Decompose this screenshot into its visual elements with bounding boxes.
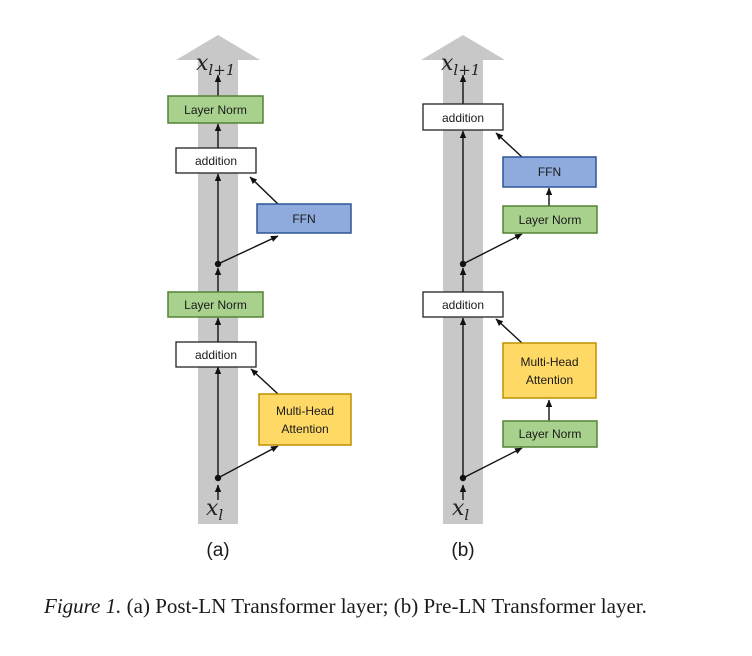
- figure-caption-text: (a) Post-LN Transformer layer; (b) Pre-L…: [121, 594, 647, 618]
- junction-dot: [459, 474, 467, 482]
- junction-dot: [459, 260, 467, 268]
- attention-label-line1: Multi-Head: [520, 355, 578, 369]
- junction-dot: [214, 474, 222, 482]
- addition-block: [175, 341, 257, 368]
- addition-block: [422, 291, 504, 318]
- figure-number: Figure 1.: [44, 594, 122, 618]
- ffn-block: [256, 203, 352, 234]
- attention-label-line2: Attention: [281, 422, 328, 436]
- residual-spine-arrowhead: [421, 35, 505, 60]
- attention-label-line1: Multi-Head: [276, 404, 334, 418]
- addition-block: [422, 103, 504, 131]
- arrow: [462, 447, 523, 479]
- transformer-layer-diagram: xl+1 xl Layer Norm addition FFN Layer No…: [167, 35, 598, 561]
- panel-label: (a): [206, 540, 229, 561]
- attention-block: [258, 393, 352, 446]
- arrow: [217, 235, 279, 265]
- arrow: [462, 233, 523, 265]
- arrow: [495, 132, 523, 158]
- layer-norm-block: [167, 95, 264, 124]
- ffn-block: [502, 156, 597, 188]
- layer-norm-block: [502, 205, 598, 234]
- layer-norm-block: [502, 420, 598, 448]
- addition-label: addition: [195, 348, 237, 362]
- figure-caption: Figure 1. (a) Post-LN Transformer layer;…: [44, 591, 744, 622]
- layer-norm-block: [167, 291, 264, 318]
- arrow: [250, 368, 279, 395]
- attention-block: [502, 342, 597, 399]
- arrow: [249, 176, 279, 205]
- ffn-label: FFN: [538, 165, 561, 179]
- input-var-label: xl: [206, 496, 223, 524]
- panel-b: xl+1 xl addition FFN Layer Norm addition…: [421, 35, 598, 561]
- addition-label: addition: [442, 111, 484, 125]
- layer-norm-label: Layer Norm: [184, 103, 247, 117]
- arrow: [495, 318, 523, 344]
- panel-a: xl+1 xl Layer Norm addition FFN Layer No…: [167, 35, 352, 561]
- residual-spine-arrowhead: [176, 35, 260, 60]
- arrow: [217, 445, 279, 479]
- ffn-label: FFN: [292, 212, 315, 226]
- input-var-label: xl: [452, 496, 469, 524]
- addition-label: addition: [195, 154, 237, 168]
- layer-norm-label: Layer Norm: [184, 298, 247, 312]
- addition-label: addition: [442, 298, 484, 312]
- panel-label: (b): [451, 540, 474, 561]
- layer-norm-label: Layer Norm: [519, 427, 582, 441]
- junction-dot: [214, 260, 222, 268]
- addition-block: [175, 147, 257, 174]
- attention-label-line2: Attention: [526, 373, 573, 387]
- layer-norm-label: Layer Norm: [519, 213, 582, 227]
